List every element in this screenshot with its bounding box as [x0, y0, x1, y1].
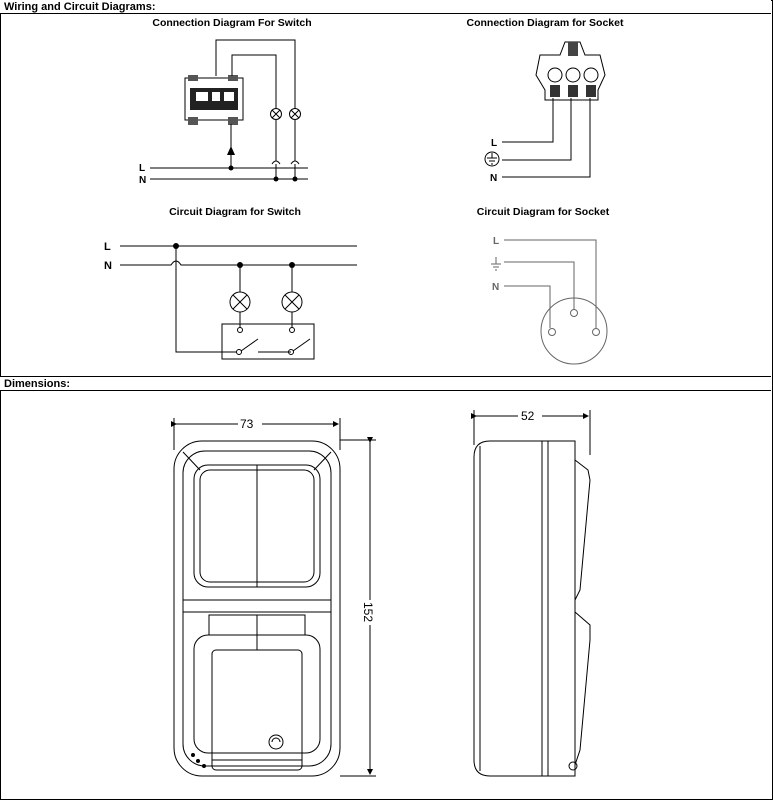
- dimension-depth-label: 52: [521, 409, 535, 423]
- socket-connection-label-l: L: [491, 138, 497, 149]
- switch-box: [221, 323, 315, 360]
- dimension-height-label: 152: [361, 602, 375, 622]
- socket-connection-title: Connection Diagram for Socket: [466, 17, 624, 29]
- socket-connection-diagram: [484, 41, 606, 178]
- section-divider: [0, 376, 771, 377]
- switch-connection-label-n: N: [139, 175, 146, 186]
- switch-connection-label-l: L: [139, 163, 145, 174]
- section-dimensions-title: Dimensions:: [0, 377, 771, 391]
- switch-circuit-title: Circuit Diagram for Switch: [169, 206, 301, 218]
- socket-connection-label-n: N: [490, 173, 497, 184]
- socket-circuit-title: Circuit Diagram for Socket: [476, 206, 610, 218]
- socket-circuit-label-n: N: [492, 282, 499, 293]
- socket-circuit-diagram: [491, 239, 608, 365]
- socket-circuit-label-l: L: [493, 236, 499, 247]
- switch-connection-diagram: [150, 39, 308, 182]
- switch-circuit-label-n: N: [104, 260, 112, 272]
- front-view-drawing: [171, 418, 376, 777]
- side-view-drawing: [471, 410, 591, 777]
- dimension-width-label: 73: [240, 417, 254, 431]
- switch-circuit-diagram: [120, 243, 357, 360]
- section-wiring-title: Wiring and Circuit Diagrams:: [0, 0, 771, 14]
- switch-circuit-label-l: L: [104, 241, 111, 253]
- switch-connection-title: Connection Diagram For Switch: [152, 17, 312, 29]
